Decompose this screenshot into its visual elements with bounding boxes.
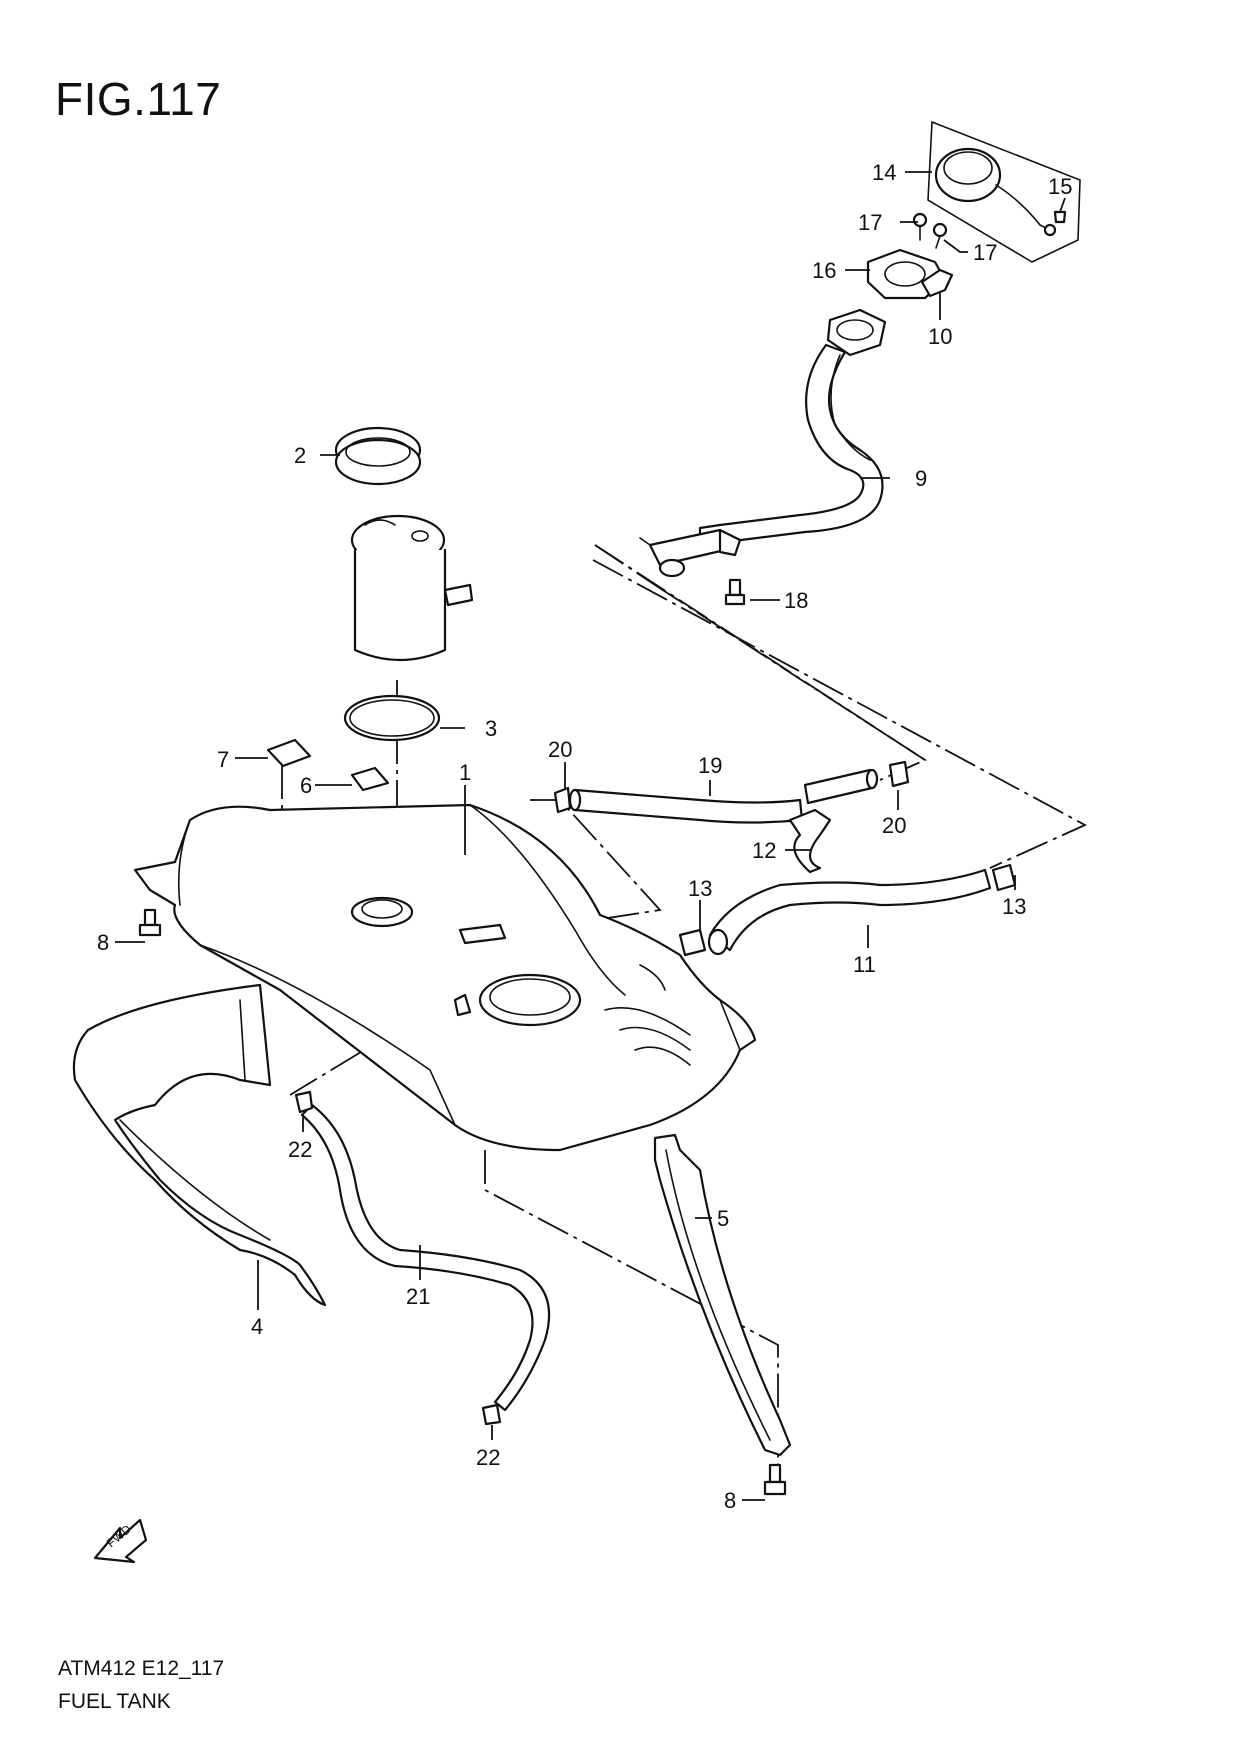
callout-9: 9 xyxy=(915,466,927,491)
clip-22-top[interactable] xyxy=(294,1090,314,1114)
bolt-8-left[interactable] xyxy=(138,908,162,937)
hose-11[interactable] xyxy=(707,868,992,956)
section-name: FUEL TANK xyxy=(58,1690,171,1713)
clamp-13-right[interactable] xyxy=(991,863,1017,892)
callout-8-right: 8 xyxy=(724,1488,736,1513)
screw-17-right[interactable] xyxy=(932,222,948,249)
bracket-10[interactable] xyxy=(920,268,954,298)
callout-8-left: 8 xyxy=(97,930,109,955)
callout-22-bottom: 22 xyxy=(476,1445,500,1470)
screw-17-left[interactable] xyxy=(912,212,928,241)
callout-11: 11 xyxy=(853,952,876,977)
figure-title: FIG.117 xyxy=(55,73,222,125)
o-ring-3[interactable] xyxy=(343,694,441,742)
callout-7: 7 xyxy=(217,747,229,772)
bolt-8-right[interactable] xyxy=(763,1463,787,1496)
callout-20-right: 20 xyxy=(882,813,906,838)
fuel-cap-box xyxy=(927,120,1081,263)
callout-10: 10 xyxy=(928,324,952,349)
callout-21: 21 xyxy=(406,1284,430,1309)
callout-17-left: 17 xyxy=(858,210,882,235)
screw-15[interactable] xyxy=(1053,210,1067,224)
filler-neck-9[interactable] xyxy=(639,308,887,578)
callout-20-left: 20 xyxy=(548,737,572,762)
callout-16: 16 xyxy=(812,258,836,283)
clip-12[interactable] xyxy=(788,808,832,874)
pad-6[interactable] xyxy=(350,766,390,792)
callout-4: 4 xyxy=(251,1314,263,1339)
callout-22-top: 22 xyxy=(288,1137,312,1162)
callout-19: 19 xyxy=(698,753,722,778)
heat-shield-4[interactable] xyxy=(72,983,327,1307)
clip-22-bottom[interactable] xyxy=(481,1403,502,1426)
callout-5: 5 xyxy=(717,1206,729,1231)
clamp-20-left[interactable] xyxy=(553,786,572,814)
callout-2: 2 xyxy=(294,443,306,468)
fuel-cap[interactable] xyxy=(934,147,1057,237)
fwd-arrow-icon: FWD xyxy=(93,1518,148,1564)
diagram-code: ATM412 E12_117 xyxy=(58,1657,225,1680)
leader-lines xyxy=(115,171,1066,1501)
hose-21[interactable] xyxy=(300,1103,551,1412)
pad-7[interactable] xyxy=(266,738,312,768)
callout-13-right: 13 xyxy=(1002,894,1026,919)
clamp-20-right[interactable] xyxy=(888,760,910,788)
clamp-13-left[interactable] xyxy=(678,928,707,957)
callout-14: 14 xyxy=(872,160,896,185)
bolt-18[interactable] xyxy=(724,578,746,606)
callout-18: 18 xyxy=(784,588,808,613)
lock-ring-2[interactable] xyxy=(334,426,422,486)
hose-19[interactable] xyxy=(568,768,879,824)
callout-15: 15 xyxy=(1048,174,1072,199)
callout-labels: 1 2 3 4 5 6 7 8 8 9 10 11 12 13 13 14 15… xyxy=(97,160,1072,1513)
callout-17-right: 17 xyxy=(973,240,997,265)
callout-13-left: 13 xyxy=(688,876,712,901)
callout-1: 1 xyxy=(459,760,471,785)
fuel-pump-module[interactable] xyxy=(350,514,474,662)
strap-5[interactable] xyxy=(653,1133,792,1457)
callout-12: 12 xyxy=(752,838,776,863)
callout-3: 3 xyxy=(485,716,497,741)
callout-6: 6 xyxy=(300,773,312,798)
fuel-tank-1[interactable] xyxy=(133,803,757,1152)
